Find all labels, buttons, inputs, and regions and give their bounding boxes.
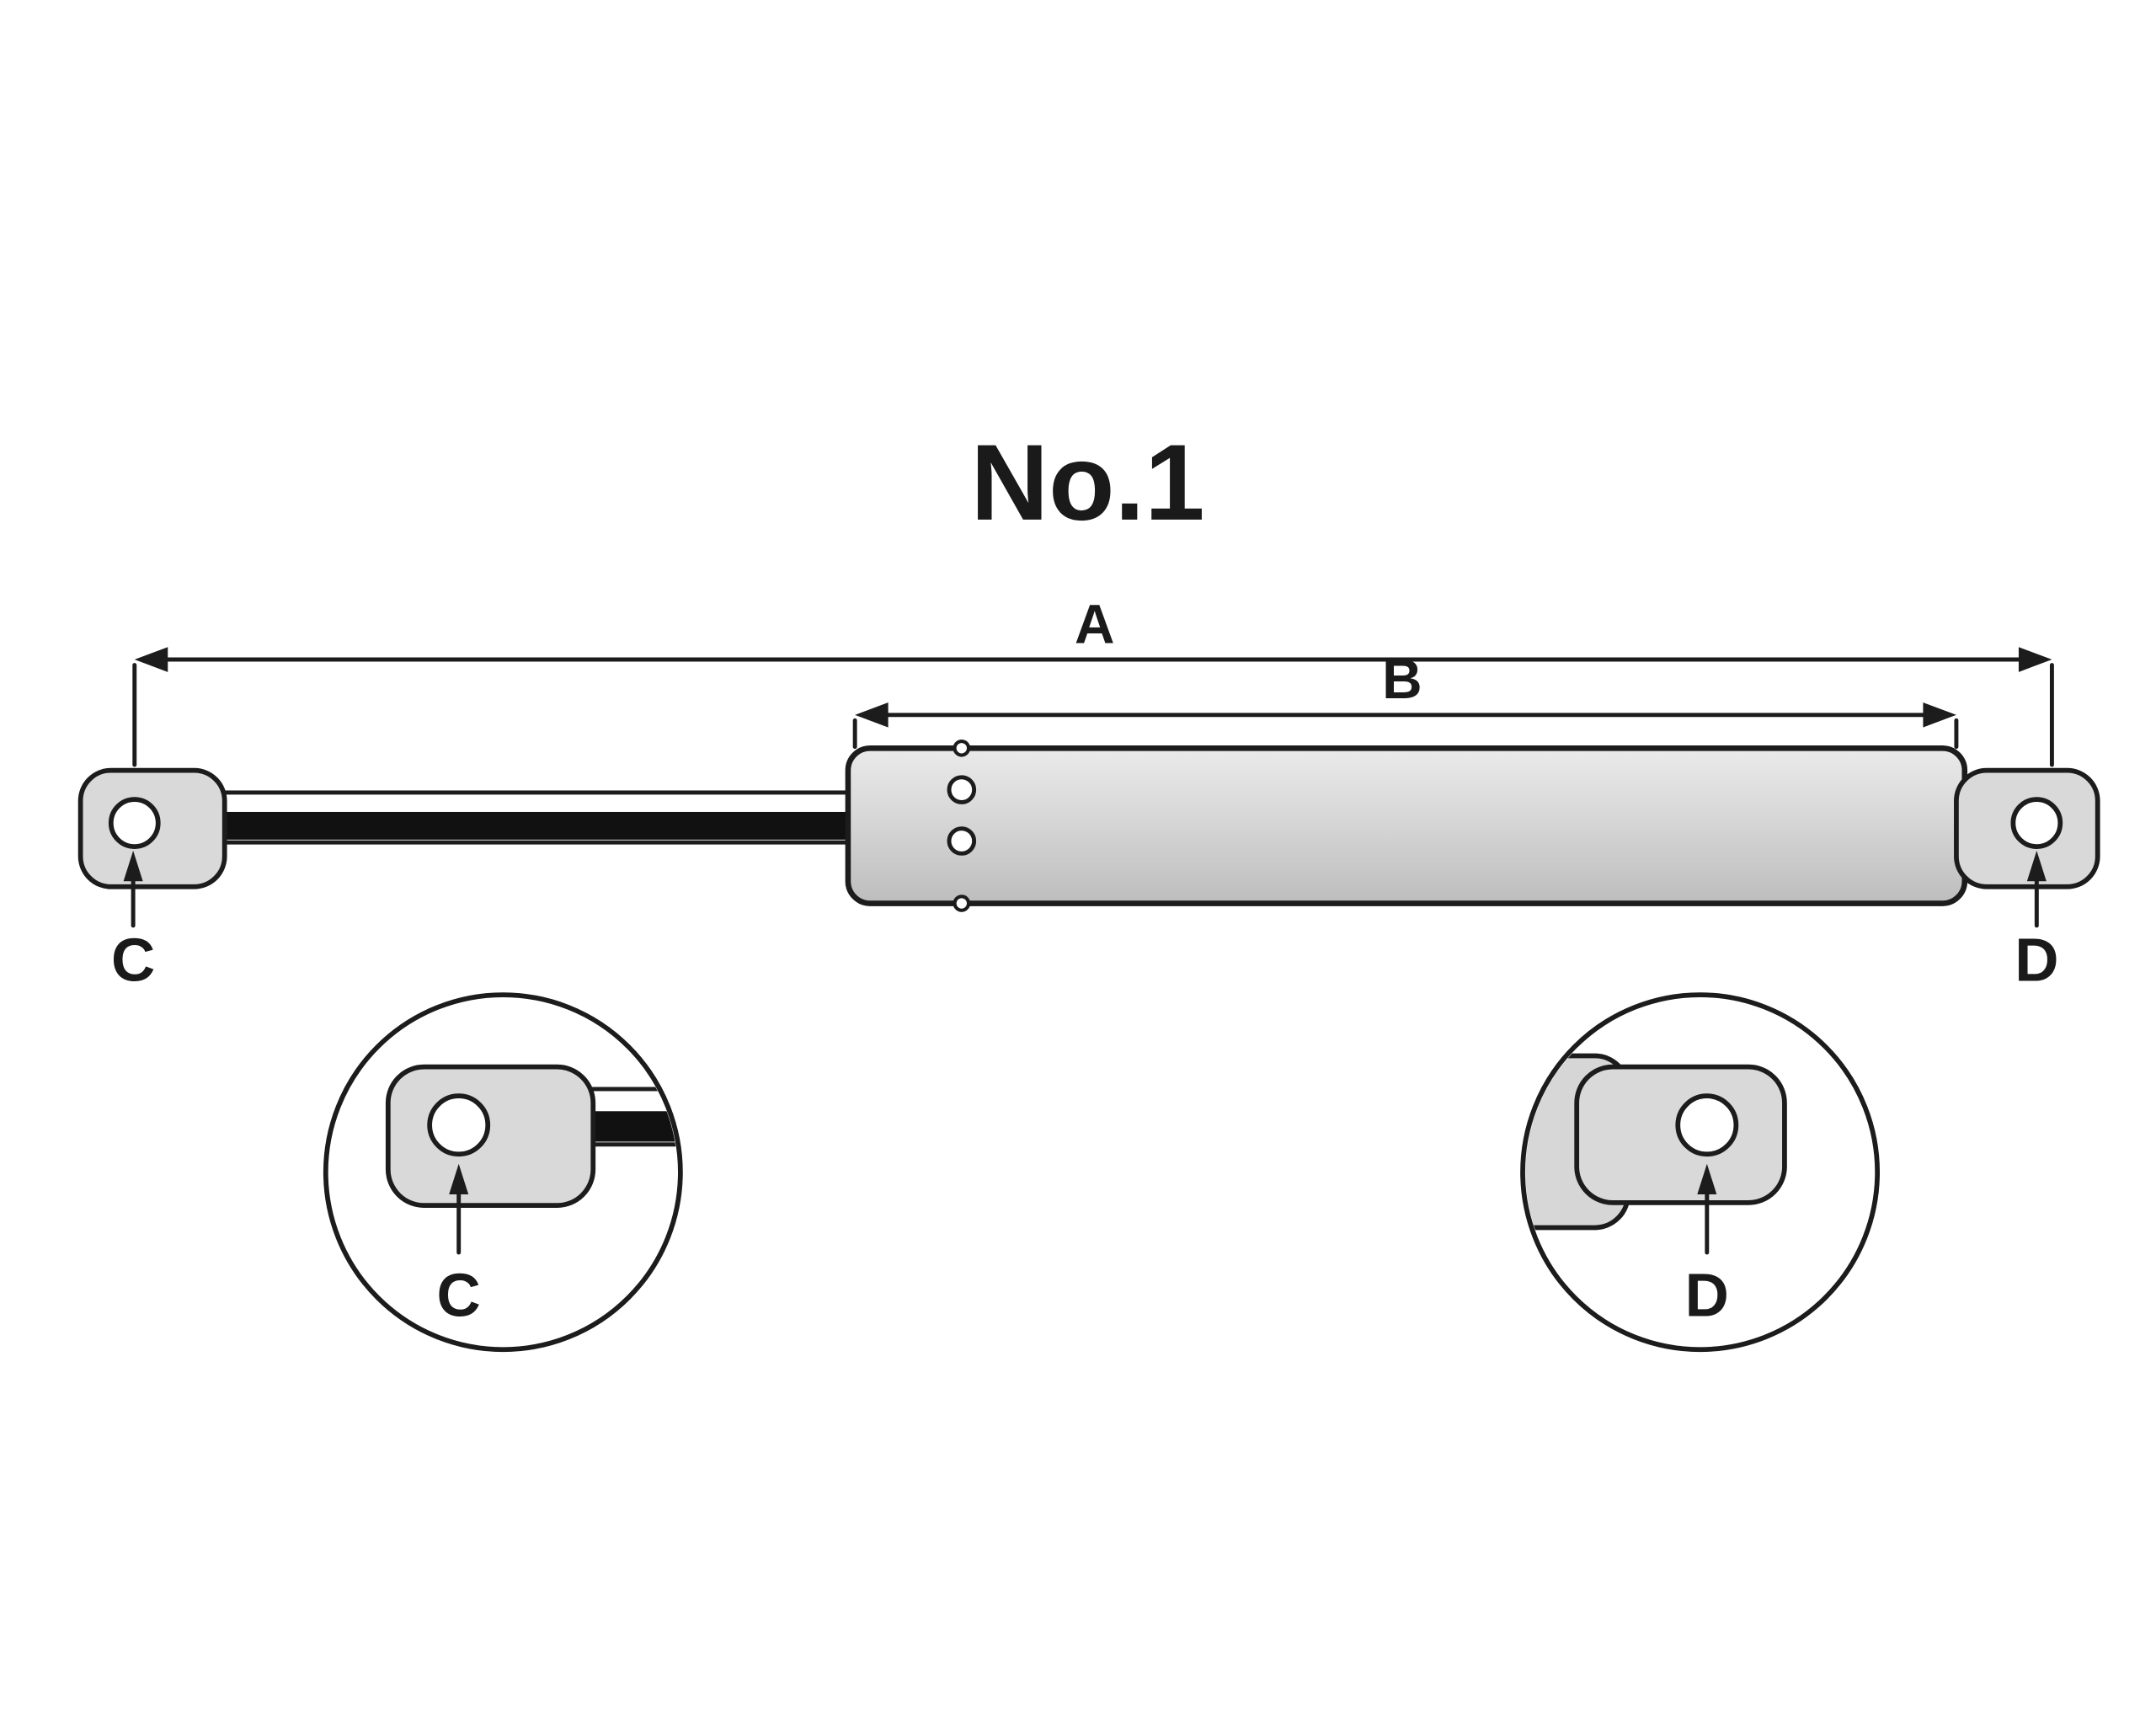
- dimension-a-arrowhead-right: [2018, 647, 2052, 672]
- callout-d-label: D: [2015, 927, 2058, 995]
- detail-c-eyelet-hole: [427, 1093, 491, 1157]
- detail-d-eyelet-hole: [1675, 1093, 1739, 1157]
- dimension-b-arrowhead-left: [855, 702, 889, 728]
- crimp-hole-upper: [947, 775, 977, 804]
- diagram-title: No.1: [970, 423, 1204, 543]
- crimp-hole-lower: [947, 826, 977, 856]
- detail-c-label: C: [437, 1262, 481, 1330]
- piston-rod-shadow-band: [223, 811, 854, 840]
- crimp-notch-bottom: [953, 895, 971, 912]
- detail-c-arrowhead: [449, 1163, 469, 1194]
- callout-c-arrowhead: [123, 851, 143, 882]
- dimension-b: B: [852, 648, 1959, 750]
- callout-d-arrowhead: [2026, 851, 2047, 882]
- detail-c-contents: C: [385, 1064, 678, 1330]
- dimension-b-label: B: [1382, 648, 1422, 710]
- detail-d-label: D: [1685, 1262, 1729, 1330]
- callout-d: D: [2015, 851, 2058, 995]
- callout-c: C: [111, 851, 155, 995]
- dimension-a-arrowhead-left: [134, 647, 168, 672]
- detail-d-arrowhead: [1697, 1163, 1717, 1194]
- gas-strut-main-view: [77, 740, 2100, 912]
- left-eyelet-hole: [108, 797, 161, 849]
- dimension-a: A: [132, 592, 2054, 767]
- detail-view-d: D: [1520, 992, 1881, 1353]
- detail-c-eyelet-tab: [385, 1064, 596, 1209]
- callout-c-label: C: [111, 927, 155, 995]
- cylinder-body: [845, 745, 1968, 906]
- dimension-b-arrowhead-right: [1923, 702, 1956, 728]
- detail-d-contents: D: [1525, 1053, 1787, 1330]
- dimension-a-label: A: [1075, 592, 1115, 654]
- right-eyelet-hole: [2010, 797, 2063, 849]
- crimp-notch-top: [953, 740, 971, 757]
- detail-view-c: C: [323, 992, 683, 1353]
